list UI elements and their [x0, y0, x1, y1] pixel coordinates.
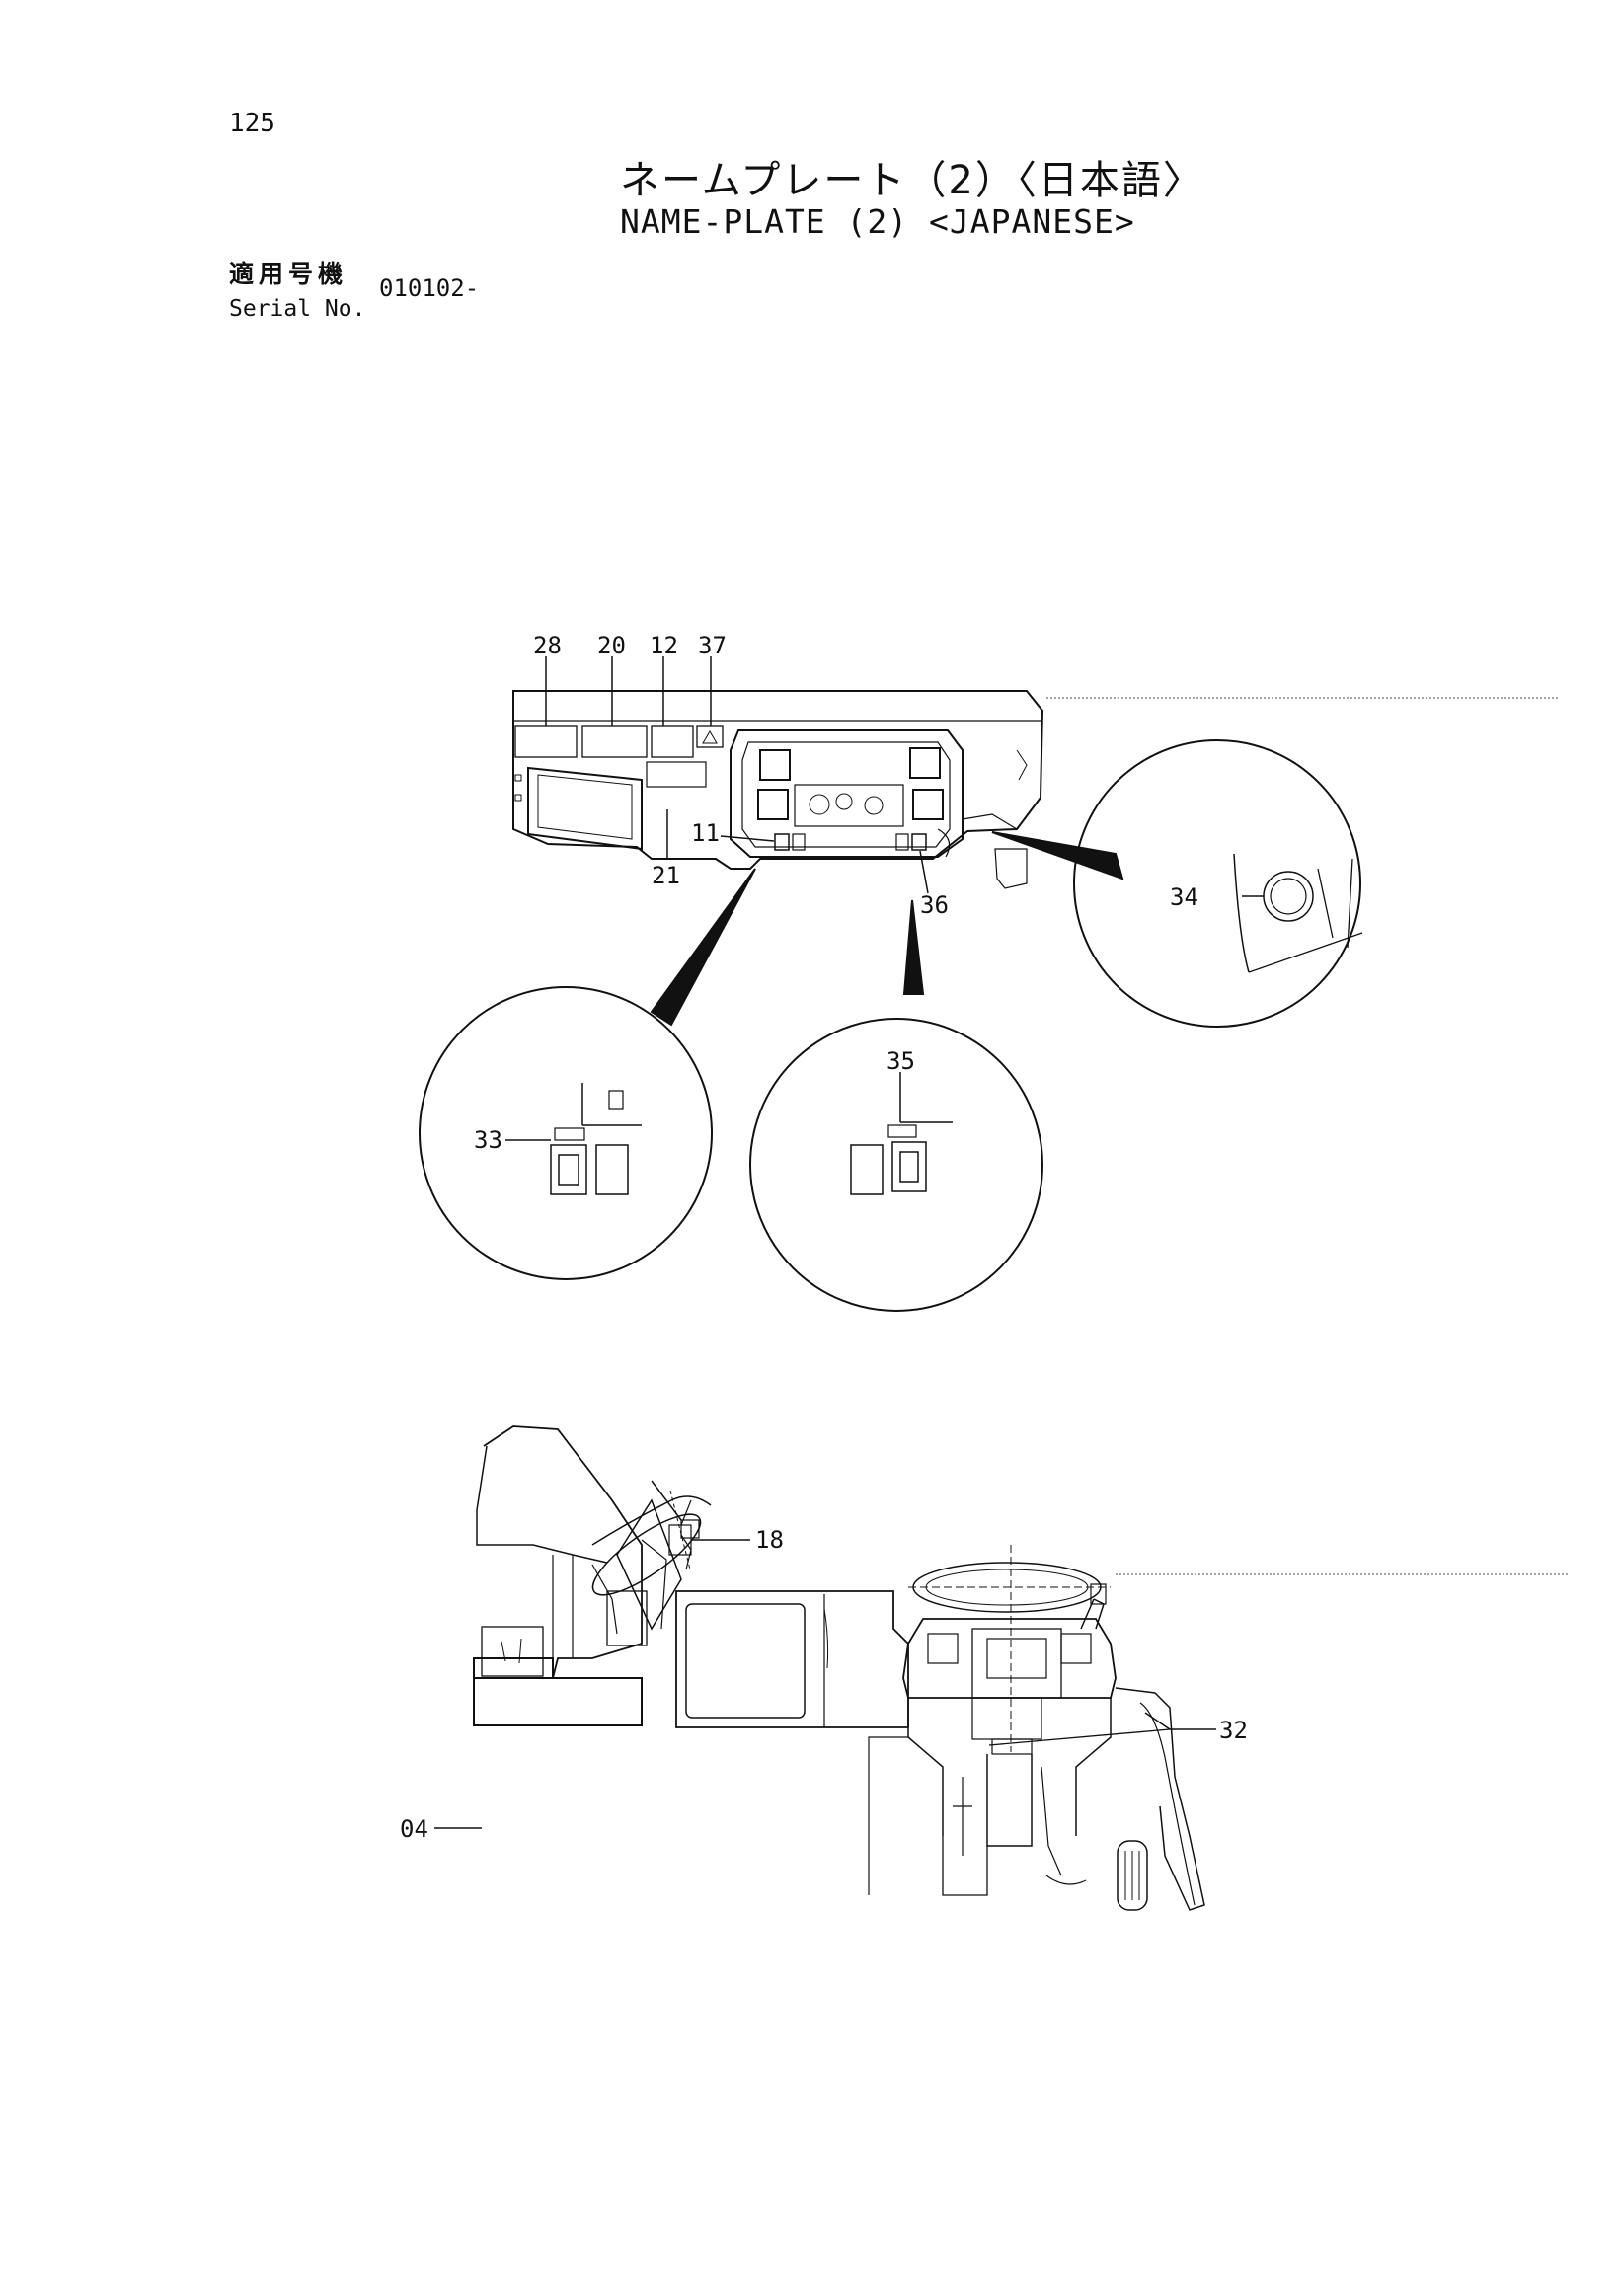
cab-front-view-drawing — [868, 1545, 1570, 1911]
callout-21: 21 — [652, 862, 680, 889]
page-number: 125 — [229, 109, 275, 138]
callout-37: 37 — [698, 632, 727, 659]
page-title-japanese: ネームプレート（2）〈日本語〉 — [620, 158, 1204, 203]
callout-36: 36 — [920, 891, 949, 919]
callout-35: 35 — [887, 1047, 915, 1075]
cab-side-view-drawing — [473, 1425, 909, 1728]
callout-20: 20 — [597, 632, 626, 659]
callout-11: 11 — [691, 819, 720, 847]
callout-33: 33 — [474, 1126, 502, 1154]
callout-18: 18 — [755, 1526, 784, 1554]
callout-32: 32 — [1219, 1717, 1248, 1744]
serial-number-value: 010102- — [379, 274, 480, 302]
serial-label-english: Serial No. — [229, 296, 366, 322]
callout-34: 34 — [1170, 883, 1198, 911]
detail-circle-33 — [419, 868, 756, 1280]
serial-label-japanese: 適用号機 — [229, 260, 348, 288]
detail-circle-35 — [749, 899, 1043, 1312]
page-title-english: NAME-PLATE (2) <JAPANESE> — [620, 202, 1135, 241]
dashboard-drawing — [512, 690, 1560, 889]
callout-12: 12 — [650, 632, 678, 659]
callout-28: 28 — [533, 632, 562, 659]
detail-circle-34 — [991, 739, 1363, 1028]
callout-04: 04 — [400, 1815, 428, 1843]
